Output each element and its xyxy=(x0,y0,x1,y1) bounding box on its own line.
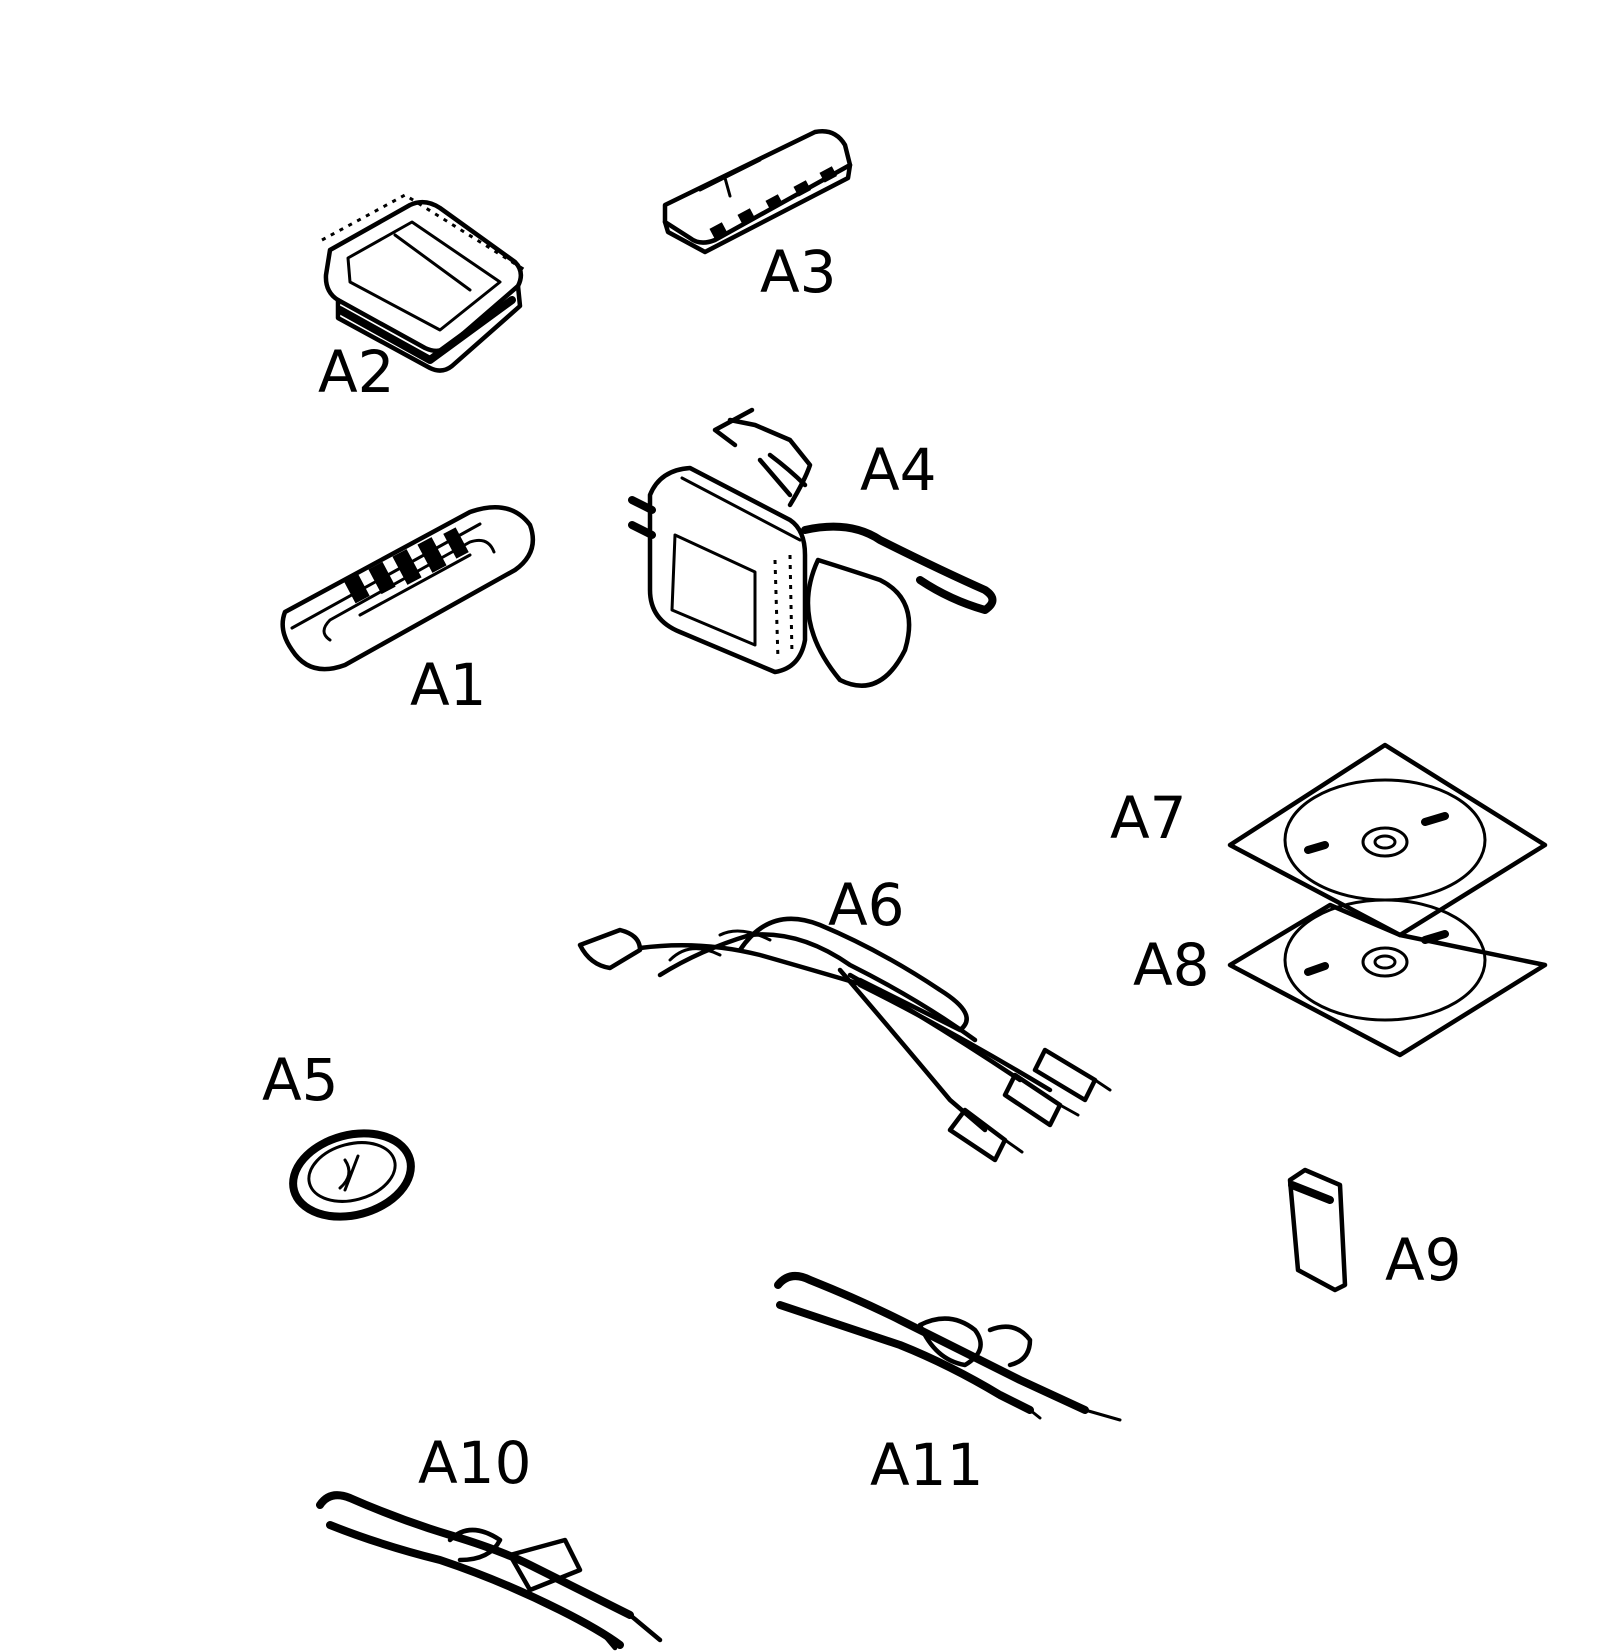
usb-cable-icon xyxy=(316,1491,663,1651)
part-label-a11: A11 xyxy=(870,1431,983,1499)
part-label-a7: A7 xyxy=(1110,784,1187,852)
av-cable-icon xyxy=(577,916,1112,1163)
cd-rom-icon xyxy=(1227,742,1548,938)
part-label-a4: A4 xyxy=(860,436,937,504)
coin-battery-icon xyxy=(289,1129,415,1221)
part-label-a10: A10 xyxy=(418,1429,531,1497)
part-label-a6: A6 xyxy=(828,871,905,939)
part-label-a3: A3 xyxy=(760,238,837,306)
ac-adapter-icon xyxy=(628,407,997,688)
battery-charger-icon xyxy=(662,129,853,255)
part-label-a5: A5 xyxy=(262,1046,339,1114)
part-label-a9: A9 xyxy=(1385,1226,1462,1294)
memory-card-icon xyxy=(1287,1167,1348,1293)
part-label-a8: A8 xyxy=(1133,931,1210,999)
remote-control-icon xyxy=(280,504,536,672)
part-label-a2: A2 xyxy=(318,338,395,406)
battery-pack-icon xyxy=(321,193,526,373)
audio-cable-icon xyxy=(774,1272,1122,1422)
cd-rom-icon xyxy=(1227,898,1548,1058)
part-label-a1: A1 xyxy=(410,651,487,719)
